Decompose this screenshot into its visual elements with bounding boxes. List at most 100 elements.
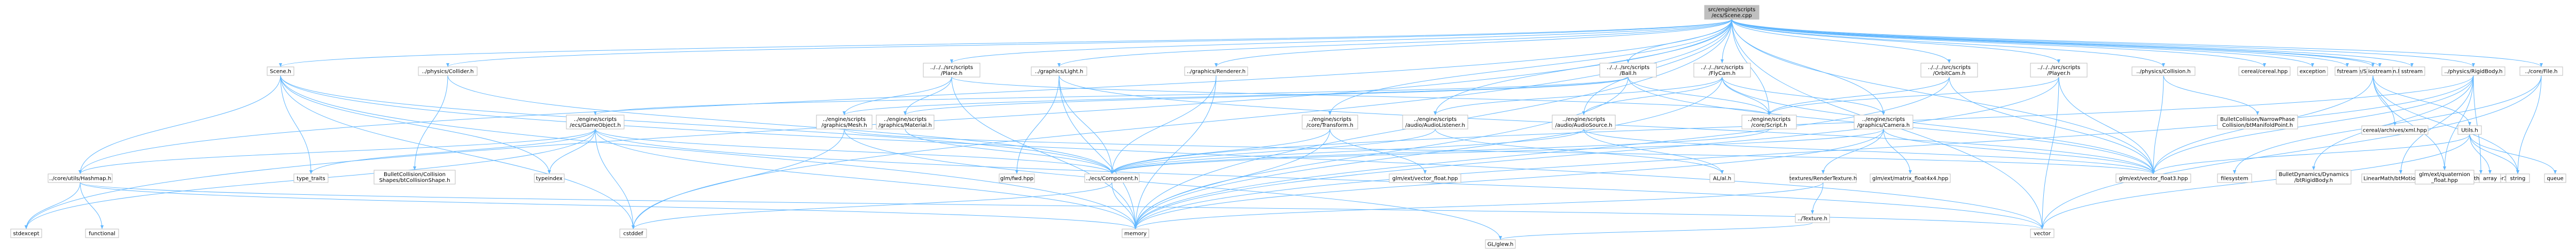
graph-node[interactable]: ../engine/scripts/core/Script.h <box>1741 115 1797 130</box>
graph-node[interactable]: ../graphics/Renderer.h <box>1184 66 1248 76</box>
graph-node[interactable]: ../graphics/Light.h <box>1031 66 1087 76</box>
graph-node[interactable]: BulletCollision/NarrowPhaseCollision/btM… <box>2217 115 2298 130</box>
graph-node[interactable]: glm/ext/vector_float3.hpp <box>2115 173 2191 183</box>
node-box <box>999 173 1035 183</box>
graph-node[interactable]: cereal/cereal.hpp <box>2238 66 2291 76</box>
graph-edge <box>905 128 1112 174</box>
graph-node[interactable]: ../core/File.h <box>2519 66 2563 76</box>
edge-arrowhead <box>1057 63 1061 67</box>
edge-arrowhead <box>2378 63 2382 67</box>
graph-node[interactable]: stdexcept <box>10 229 42 238</box>
graph-edge <box>2372 75 2445 171</box>
graph-node[interactable]: Scene.h <box>267 66 294 76</box>
edge-arrowhead <box>2468 122 2471 126</box>
graph-node[interactable]: glm/ext/quaternion_float.hpp <box>2415 170 2474 185</box>
graph-node[interactable]: exception <box>2297 66 2328 76</box>
node-label: memory <box>1124 231 1147 237</box>
node-label: ../engine/scripts <box>1414 117 1457 123</box>
graph-edge <box>905 77 952 116</box>
graph-node[interactable]: textures/RenderTexture.h <box>1789 173 1857 183</box>
graph-edge <box>1731 19 2265 67</box>
graph-node[interactable]: ../../../src/scripts/Ball.h <box>1599 63 1657 78</box>
graph-edge <box>1722 77 1884 116</box>
graph-edge <box>1111 128 1330 174</box>
graph-edge <box>2469 134 2556 174</box>
graph-node[interactable]: ../../../src/scripts/Player.h <box>2030 63 2088 78</box>
node-label: Scene.h <box>270 69 291 75</box>
graph-node[interactable]: ../engine/scripts/graphics/Material.h <box>876 115 935 130</box>
edge-arrowhead <box>2443 166 2446 170</box>
graph-edge <box>1216 19 1732 67</box>
graph-node[interactable]: array <box>2479 173 2501 183</box>
graph-edge <box>1135 128 1330 230</box>
graph-node[interactable]: ../../../src/scripts/FlyCam.h <box>1693 63 1751 78</box>
edge-arrowhead <box>413 166 416 170</box>
graph-node[interactable]: cstddef <box>619 229 647 238</box>
graph-edge <box>1722 77 2154 174</box>
graph-edge <box>951 77 1770 116</box>
graph-node[interactable]: typeindex <box>534 173 565 183</box>
graph-edge <box>80 182 103 230</box>
edge-arrowhead <box>279 63 282 67</box>
graph-node[interactable]: GL/glew.h <box>1485 239 1516 249</box>
node-label: /Ball.h <box>1620 71 1636 77</box>
graph-node[interactable]: vector <box>2030 229 2054 238</box>
node-label: ../engine/scripts <box>1748 117 1791 123</box>
edge-arrowhead <box>2393 122 2396 126</box>
graph-node[interactable]: ../ecs/Component.h <box>1084 173 1140 183</box>
graph-node[interactable]: ../physics/RigidBody.h <box>2441 66 2505 76</box>
graph-node[interactable]: BulletCollision/CollisionShapes/btCollis… <box>373 170 456 185</box>
graph-edge <box>2153 75 2164 174</box>
node-box <box>1084 173 1140 183</box>
graph-node[interactable]: sstream <box>2399 66 2425 76</box>
graph-node[interactable]: Utils.h <box>2457 125 2482 135</box>
graph-edge <box>80 182 2043 230</box>
graph-node[interactable]: string <box>2505 173 2530 183</box>
graph-node[interactable]: ../engine/scripts/graphics/Camera.h <box>1854 115 1913 130</box>
graph-node[interactable]: type_traits <box>293 173 329 183</box>
node-label: stdexcept <box>13 231 39 237</box>
graph-node[interactable]: ../engine/scripts/ecs/GameObject.h <box>566 115 625 130</box>
graph-node[interactable]: functional <box>85 229 119 238</box>
edge-arrowhead <box>632 225 635 229</box>
graph-node[interactable]: ../engine/scripts/audio/AudioSource.h <box>1552 115 1616 130</box>
graph-node[interactable]: fstream <box>2334 66 2360 76</box>
graph-edge <box>414 75 448 171</box>
graph-node[interactable]: iostream <box>2367 66 2393 76</box>
graph-node[interactable]: filesystem <box>2217 173 2252 183</box>
graph-edge <box>951 19 1732 64</box>
node-box <box>1485 239 1516 249</box>
graph-edge <box>951 77 1136 230</box>
graph-node[interactable]: ../engine/scripts/audio/AudioListener.h <box>1402 115 1468 130</box>
graph-node[interactable]: ../Texture.h <box>1795 214 1830 223</box>
graph-node[interactable]: queue <box>2544 173 2566 183</box>
graph-node[interactable]: glm/ext/vector_float.hpp <box>1389 173 1461 183</box>
graph-edge <box>2153 75 2474 174</box>
graph-node[interactable]: glm/ext/matrix_float4x4.hpp <box>1870 173 1951 183</box>
graph-edge <box>310 128 596 174</box>
graph-node[interactable]: ../physics/Collision.h <box>2131 66 2196 76</box>
edge-arrowhead <box>2472 63 2475 67</box>
node-box <box>1552 115 1616 130</box>
graph-node[interactable]: ../engine/scripts/core/Transform.h <box>1302 115 1358 130</box>
graph-node[interactable]: AL/al.h <box>1709 173 1735 183</box>
graph-node[interactable]: ../../../src/scripts/Plane.h <box>923 63 980 78</box>
graph-node[interactable]: ../physics/Collider.h <box>418 66 478 76</box>
graph-node[interactable]: ../../../src/scripts/OrbitCam.h <box>1920 63 1978 78</box>
edge-arrowhead <box>2162 63 2165 67</box>
node-box <box>2367 66 2393 76</box>
graph-node[interactable]: ../engine/scripts/graphics/Mesh.h <box>816 115 873 130</box>
graph-node[interactable]: ../core/utils/Hashmap.h <box>48 173 113 183</box>
node-box <box>566 115 625 130</box>
edge-arrowhead <box>1423 170 1427 174</box>
edge-arrowhead <box>25 225 28 229</box>
graph-node[interactable]: BulletDynamics/Dynamics/btRigidBody.h <box>2276 170 2352 185</box>
node-label: Utils.h <box>2461 128 2478 134</box>
graph-node[interactable]: memory <box>1122 229 1149 238</box>
node-label: functional <box>89 231 115 237</box>
graph-node[interactable]: glm/fwd.hpp <box>999 173 1035 183</box>
node-box <box>2399 66 2425 76</box>
graph-edge <box>2042 134 2470 230</box>
graph-node[interactable]: cereal/archives/xml.hpp <box>2361 125 2429 135</box>
graph-edge <box>1883 128 1911 174</box>
